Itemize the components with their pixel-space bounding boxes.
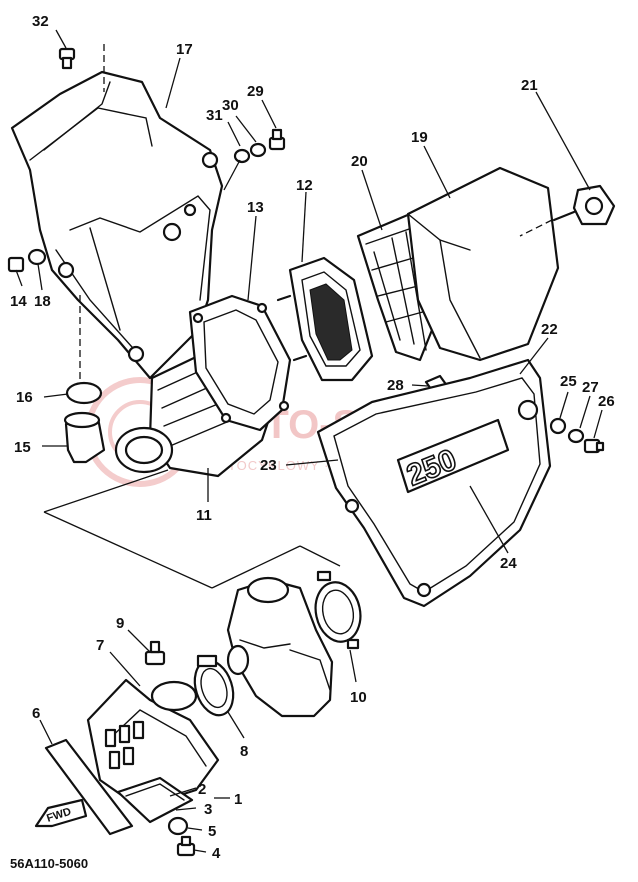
- carburetor: [226, 576, 334, 718]
- clamp-10: [314, 570, 362, 650]
- filter-plate-12: [276, 256, 374, 382]
- callout-labels: 32 17 31 30 29 13 12 20 19 21 14 18 16 1…: [10, 13, 615, 862]
- callout-11: 11: [196, 507, 212, 524]
- callout-15: 15: [14, 439, 31, 456]
- callout-21: 21: [521, 77, 538, 94]
- callout-4: 4: [212, 845, 221, 862]
- callout-14: 14: [10, 293, 27, 310]
- bolt-9: [144, 640, 166, 666]
- side-cover-22: 250: [316, 358, 552, 608]
- air-box-17: [10, 70, 224, 380]
- callout-23: 23: [260, 457, 277, 474]
- foam-filter-19: [406, 166, 560, 362]
- callout-26: 26: [598, 393, 615, 410]
- forward-arrow: FWD: [34, 798, 88, 828]
- callout-25: 25: [560, 373, 577, 390]
- callout-32: 32: [32, 13, 49, 30]
- callout-13: 13: [247, 199, 264, 216]
- o-ring-16: [65, 381, 103, 405]
- gasket-plate-13: [188, 294, 292, 432]
- callout-9: 9: [116, 615, 124, 632]
- bolt-32: [58, 47, 76, 70]
- callout-19: 19: [411, 129, 428, 146]
- callout-8: 8: [240, 743, 248, 760]
- fasteners-29-31: [233, 128, 286, 164]
- callout-17: 17: [176, 41, 193, 58]
- leader-lines: [15, 29, 603, 853]
- callout-1: 1: [234, 791, 242, 808]
- callout-18: 18: [34, 293, 51, 310]
- callout-7: 7: [96, 637, 104, 654]
- screw-4: [176, 835, 196, 857]
- cap-15: [63, 411, 106, 464]
- callout-29: 29: [247, 83, 264, 100]
- callout-3: 3: [204, 801, 212, 818]
- hose-clamp-8: [193, 654, 235, 717]
- callout-30: 30: [222, 97, 239, 114]
- callout-24: 24: [500, 555, 517, 572]
- callout-2: 2: [198, 781, 206, 798]
- callout-6: 6: [32, 705, 40, 722]
- gasket-6: [44, 738, 134, 836]
- bolt-assembly-21: [519, 184, 616, 237]
- callout-5: 5: [208, 823, 216, 840]
- callout-16: 16: [16, 389, 33, 406]
- reed-valve-block-7: [86, 678, 220, 810]
- callout-27: 27: [582, 379, 599, 396]
- fasteners-25-27-26: [549, 417, 605, 454]
- callout-22: 22: [541, 321, 558, 338]
- nut-washer-14-18: [7, 248, 47, 273]
- callout-28: 28: [387, 377, 404, 394]
- callout-12: 12: [296, 177, 313, 194]
- diagram-code: 56A110-5060: [10, 856, 88, 871]
- callout-31: 31: [206, 107, 223, 124]
- callout-20: 20: [351, 153, 368, 170]
- washer-5: [167, 816, 189, 836]
- callout-10: 10: [350, 689, 367, 706]
